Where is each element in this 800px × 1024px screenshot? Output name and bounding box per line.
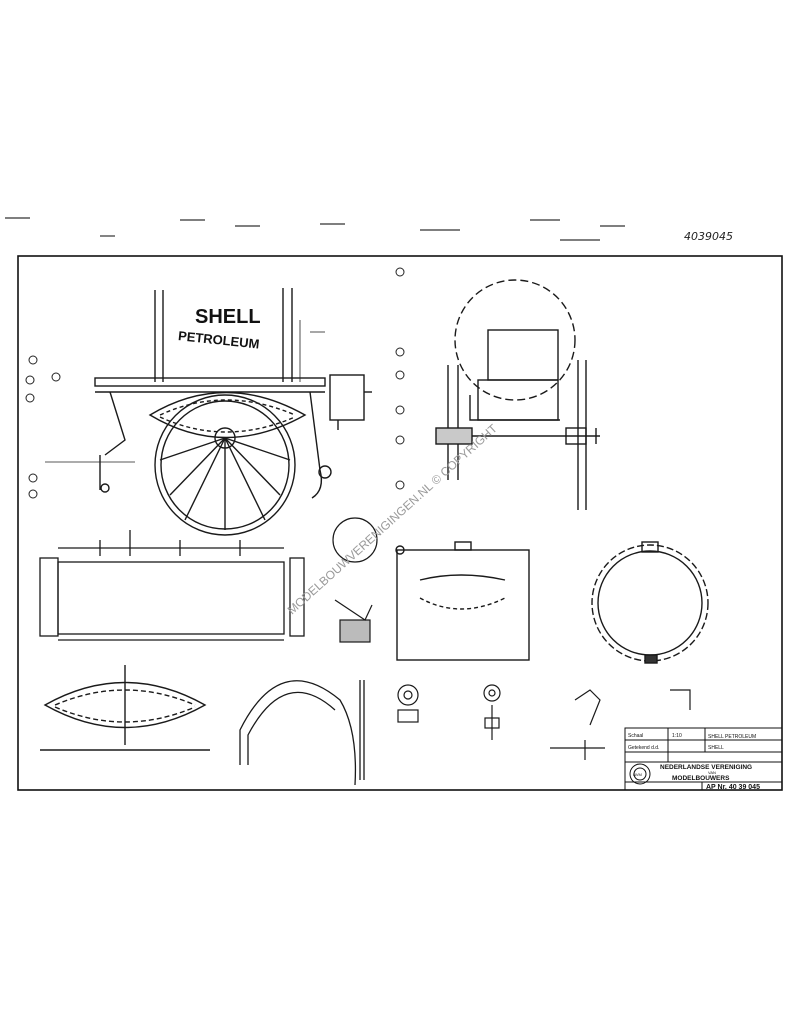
barrel-end-ring [591, 541, 709, 664]
drawing-border [17, 255, 783, 791]
drawing-number: AP Nr. 40 39 045 [706, 784, 760, 791]
drawing-title-line1: SHELL PETROLEUM [708, 734, 756, 740]
scale-label: Schaal [628, 733, 643, 739]
organisation-line2: VAN [708, 770, 716, 775]
scale-value: 1:10 [672, 733, 682, 739]
organisation-line3: MODELBOUWERS [672, 775, 730, 782]
barrel-top-view [40, 665, 210, 751]
side-panel-plan [39, 530, 305, 641]
drawing-title-line2: SHELL [708, 745, 724, 751]
scan-artifacts [5, 217, 625, 241]
wheel-arc-detail [239, 680, 365, 786]
cart-front-view [435, 279, 600, 510]
cart-brand-text: SHELL [195, 306, 261, 328]
cart-product-text: PETROLEUM [177, 328, 260, 351]
title-block [624, 727, 783, 791]
detail-circle [332, 517, 378, 643]
generated-label: Getekend d.d. [628, 745, 659, 751]
stamp-text: NVM [633, 772, 642, 777]
callout-markers-left [25, 355, 61, 499]
organisation-line1: NEDERLANDSE VERENIGING [660, 764, 752, 771]
callout-markers-center [395, 267, 405, 490]
handwritten-drawing-number: 4039045 [684, 230, 733, 243]
small-parts-details [397, 684, 691, 760]
cart-dimension-lines [45, 320, 325, 463]
cart-side-view [94, 288, 372, 536]
barrel-front-view [395, 541, 530, 661]
